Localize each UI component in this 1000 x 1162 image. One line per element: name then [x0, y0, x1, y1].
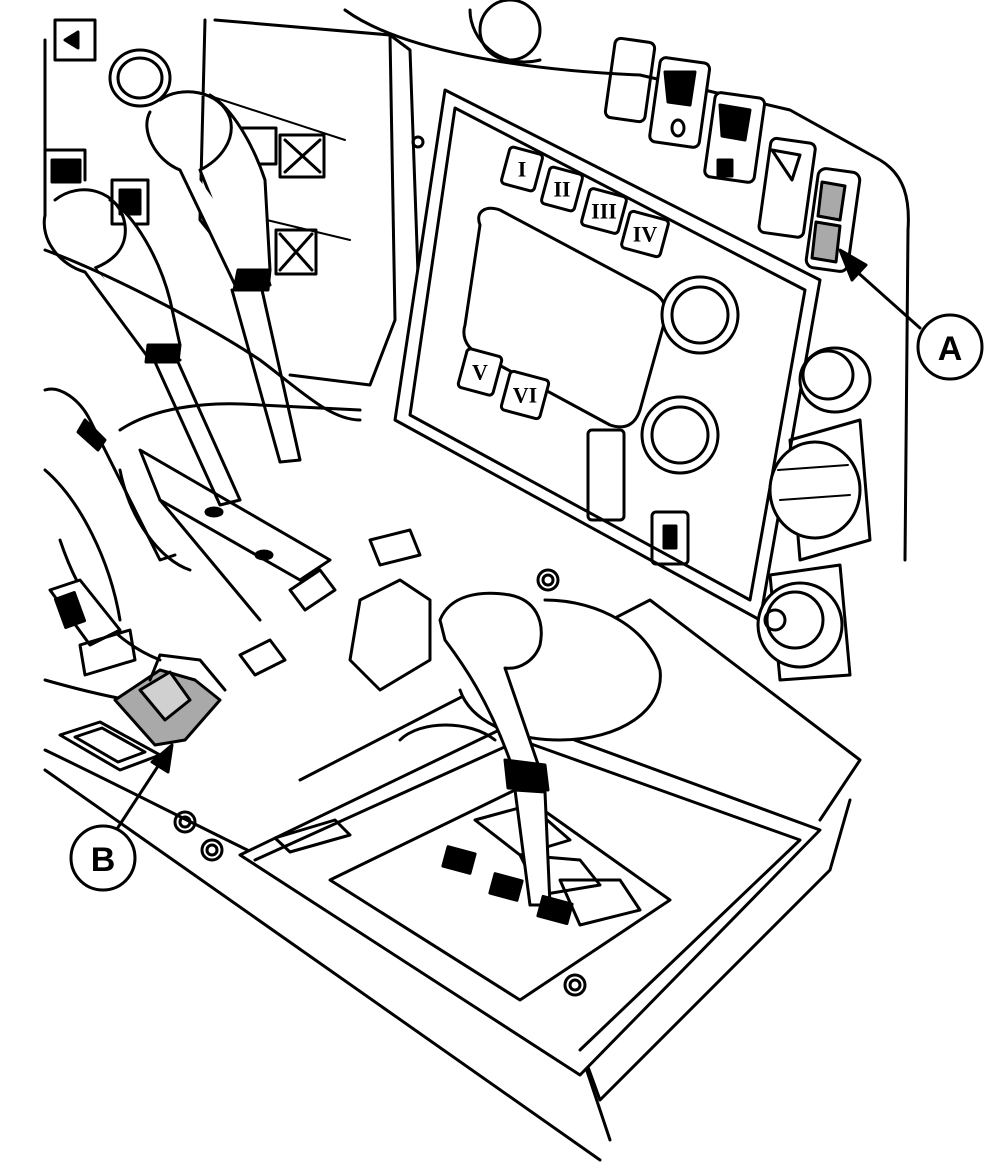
left-rocker-switch	[48, 578, 137, 677]
switch-b	[43, 653, 227, 747]
dash-switch-row	[343, 0, 910, 562]
lever-gate	[43, 248, 362, 662]
mode-button-6-label: VI	[513, 383, 537, 408]
mode-button-3[interactable]: III	[580, 187, 628, 235]
mode-button-2[interactable]: II	[540, 165, 584, 213]
callout-a: A	[916, 313, 984, 381]
mode-button-3-label: III	[591, 199, 617, 224]
callout-b: B	[69, 824, 137, 892]
mode-button-2-label: II	[553, 177, 570, 202]
leader-a	[838, 248, 922, 330]
mode-button-1[interactable]: I	[500, 145, 544, 193]
hitch-lever-front	[42, 188, 242, 507]
mode-button-4-label: IV	[633, 222, 658, 247]
mode-button-4[interactable]: IV	[620, 209, 670, 259]
shift-lever	[348, 578, 662, 907]
power-outlets	[756, 346, 872, 682]
gate-marks	[238, 528, 574, 926]
mode-button-5-label: V	[472, 360, 488, 385]
callout-a-label: A	[938, 330, 963, 368]
display-panel	[393, 88, 822, 622]
mode-button-6[interactable]: VI	[499, 369, 551, 421]
hitch-lever-rear	[145, 90, 302, 464]
leader-b	[113, 743, 174, 834]
mode-button-5[interactable]: V	[456, 347, 504, 397]
left-small-lever	[43, 387, 177, 562]
mode-buttons: I II III IV V VI	[456, 145, 670, 421]
mode-button-1-label: I	[518, 157, 527, 182]
switch-a	[804, 167, 862, 273]
callout-b-label: B	[91, 841, 116, 879]
